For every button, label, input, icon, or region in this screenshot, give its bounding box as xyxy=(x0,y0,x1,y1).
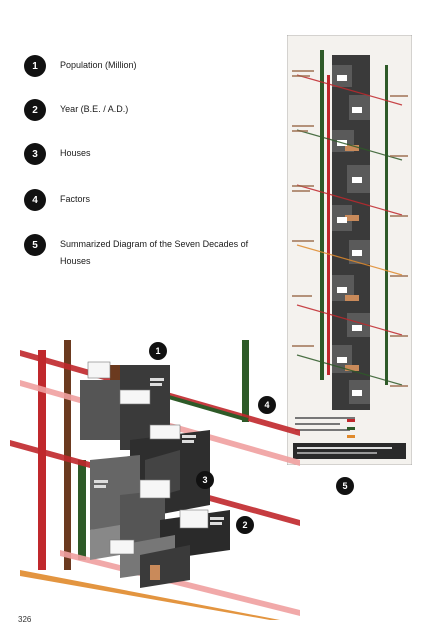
diagram-marker-3: 3 xyxy=(196,471,214,489)
staircase-diagram-detail xyxy=(10,340,300,620)
legend-item-year: 2 Year (B.E. / A.D.) xyxy=(24,99,260,121)
number-badge: 3 xyxy=(24,143,46,165)
legend-label: Summarized Diagram of the Seven Decades … xyxy=(60,239,249,266)
number-badge: 5 xyxy=(24,234,46,256)
legend-label: Houses xyxy=(60,148,91,158)
number-badge: 4 xyxy=(24,189,46,211)
legend-item-summary: 5 Summarized Diagram of the Seven Decade… xyxy=(24,234,260,270)
legend-label: Year (B.E. / A.D.) xyxy=(60,104,129,114)
legend-item-houses: 3 Houses xyxy=(24,143,260,165)
number-badge: 1 xyxy=(24,55,46,77)
diagram-marker-5: 5 xyxy=(336,477,354,495)
number-badge: 2 xyxy=(24,99,46,121)
legend-label: Factors xyxy=(60,194,91,204)
legend-label: Population (Million) xyxy=(60,60,137,70)
diagram-marker-4: 4 xyxy=(258,396,276,414)
legend-item-factors: 4 Factors xyxy=(24,189,260,211)
page-number: 326 xyxy=(18,615,32,624)
legend-item-population: 1 Population (Million) xyxy=(24,55,260,77)
summary-poster-thumbnail xyxy=(287,35,412,465)
diagram-marker-2: 2 xyxy=(236,516,254,534)
diagram-marker-1: 1 xyxy=(149,342,167,360)
